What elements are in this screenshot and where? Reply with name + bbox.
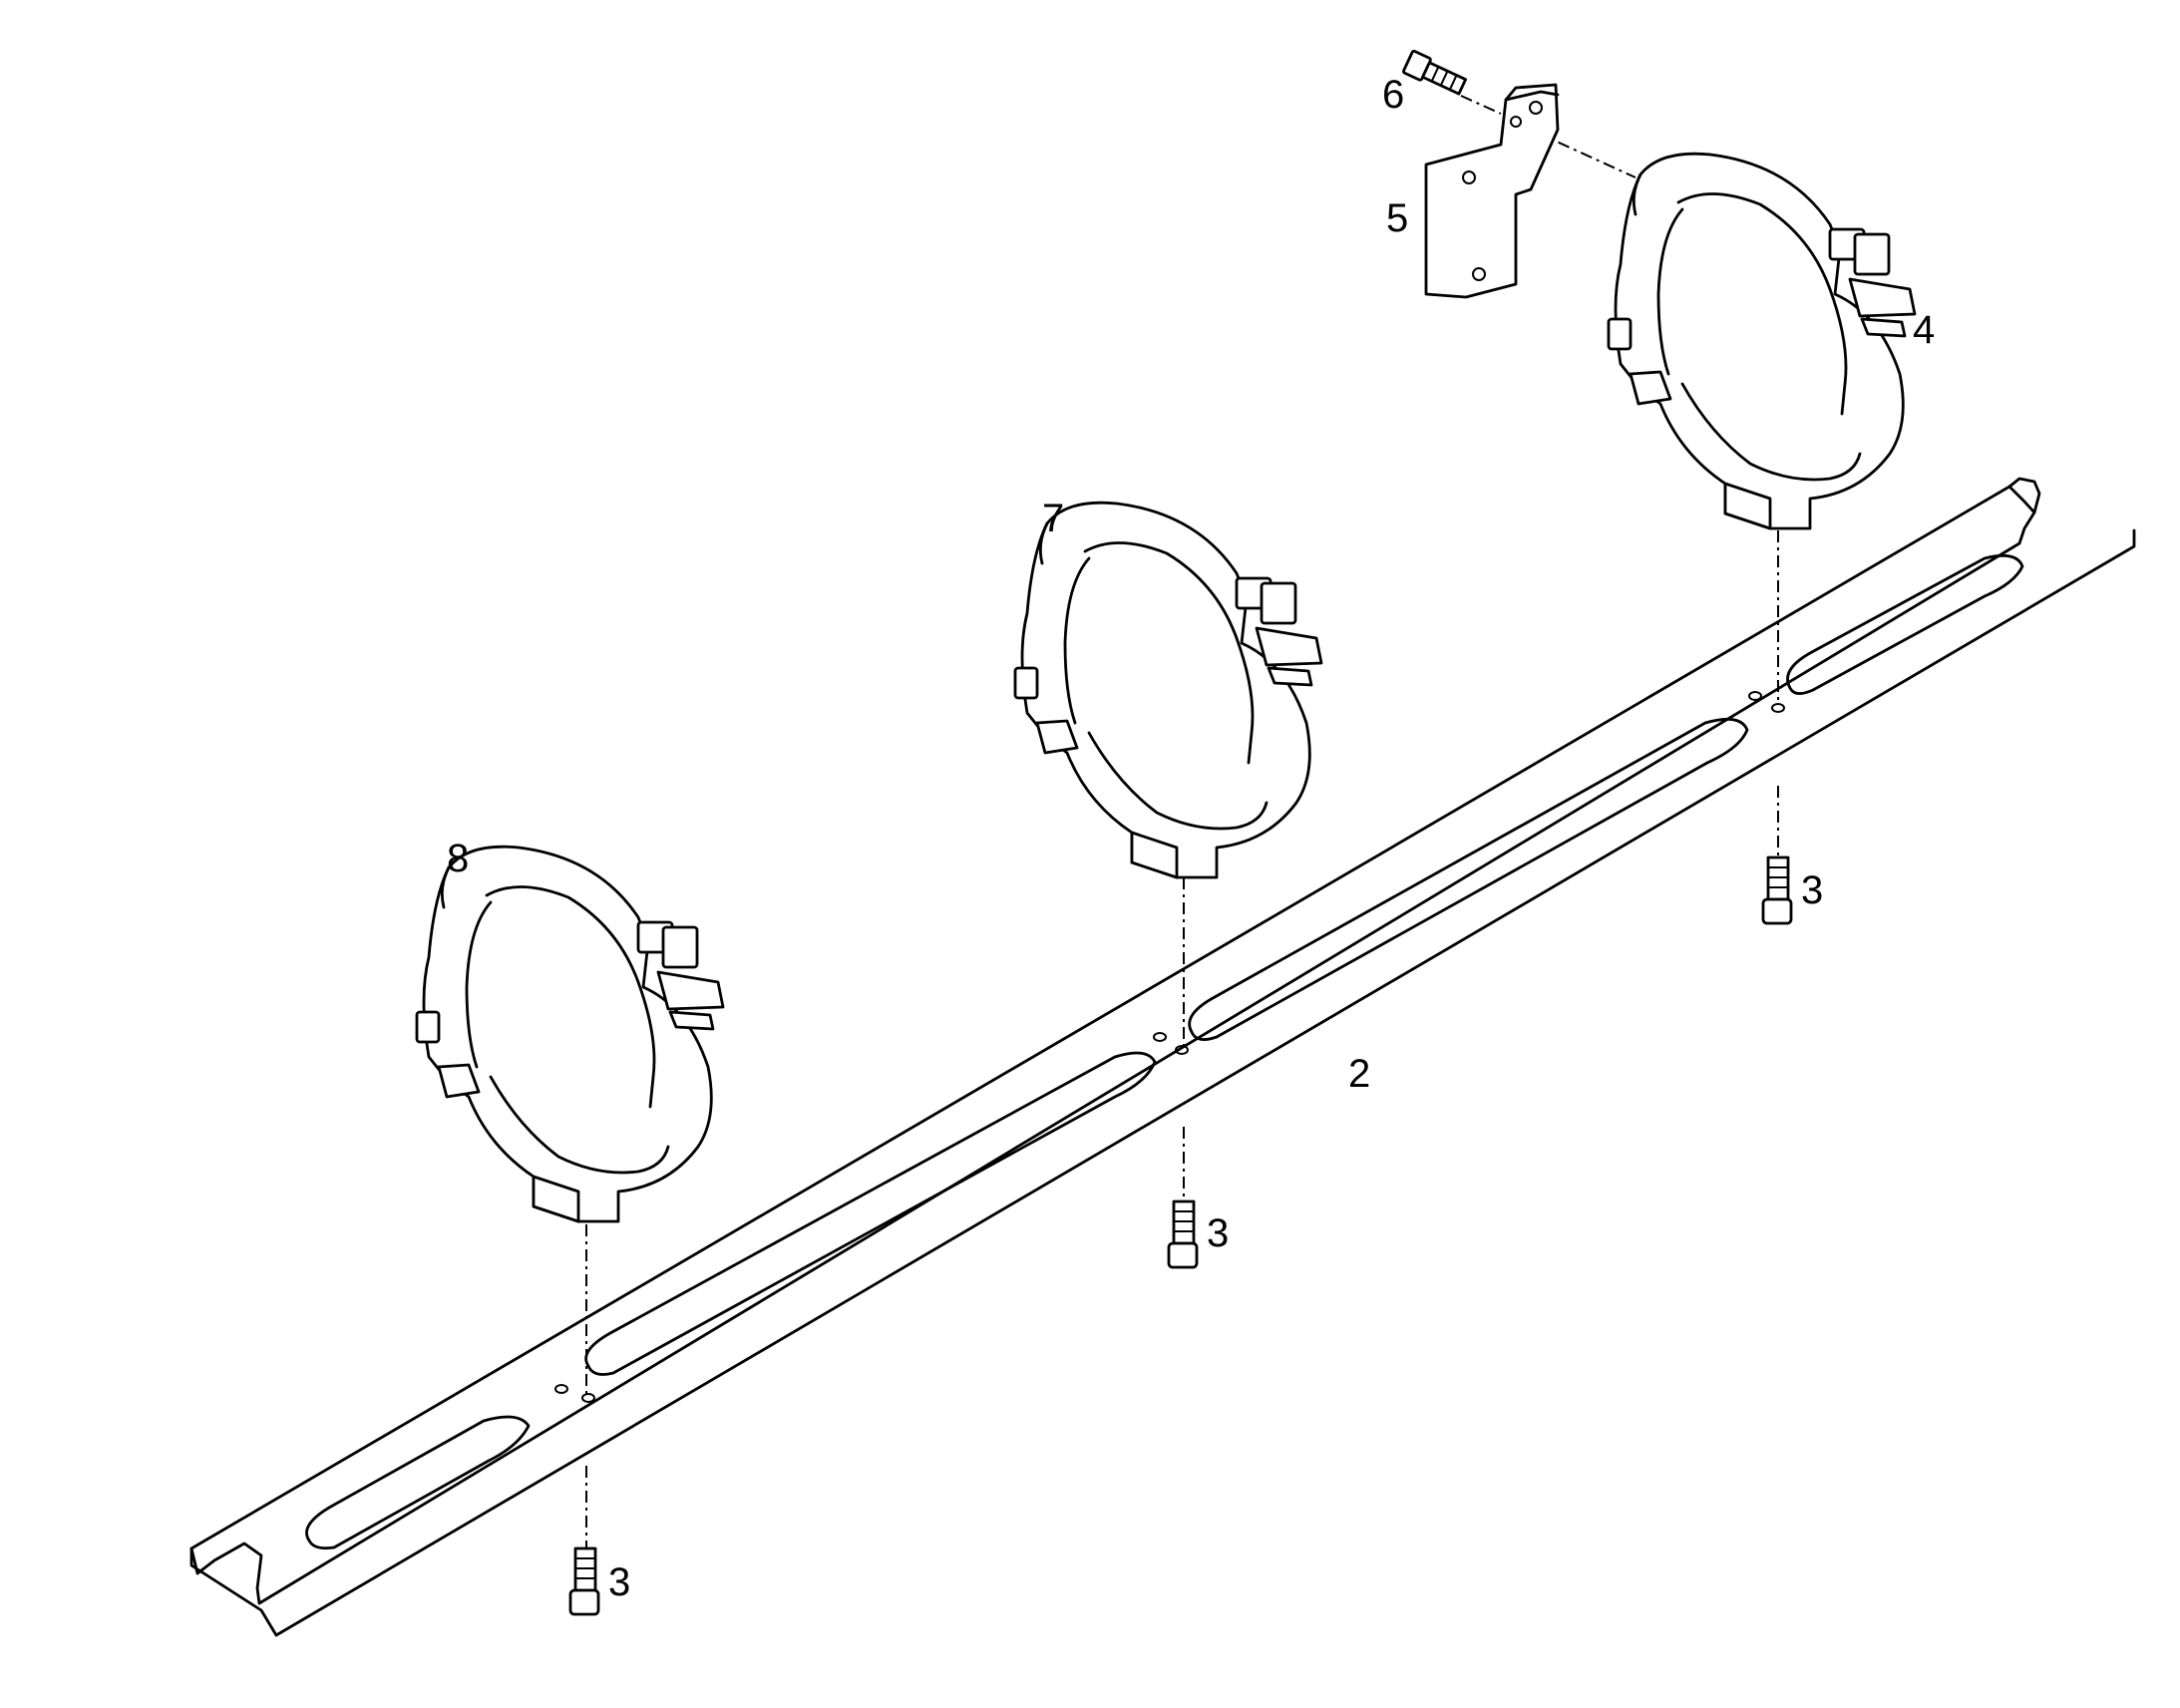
callout-6: 6 [1382,73,1404,117]
bar-slot [305,1415,531,1550]
clamp-left [415,845,725,1223]
bracket [1424,83,1560,299]
support-bar [189,477,2136,1637]
bolt [1402,49,1468,96]
callout-labels: 2 3 3 3 4 5 6 7 8 [447,73,1935,1604]
callout-2: 2 [1348,1052,1370,1096]
callout-4: 4 [1913,308,1935,352]
screw-left [568,1546,600,1616]
callout-8: 8 [447,837,469,880]
screw-middle [1167,1199,1199,1269]
callout-3-middle: 3 [1207,1211,1229,1255]
bar-slot [1786,553,2024,695]
assembly-lines [585,95,1779,1555]
callout-7: 7 [1042,497,1064,540]
callout-3-right: 3 [1801,868,1823,912]
bar-slot [584,1051,1157,1376]
callout-3-left: 3 [608,1560,630,1604]
clamp-right [1607,152,1917,530]
screw-right [1761,855,1793,925]
clamp-middle [1013,501,1323,879]
bar-slot [1188,717,1749,1041]
callout-5: 5 [1386,196,1408,240]
